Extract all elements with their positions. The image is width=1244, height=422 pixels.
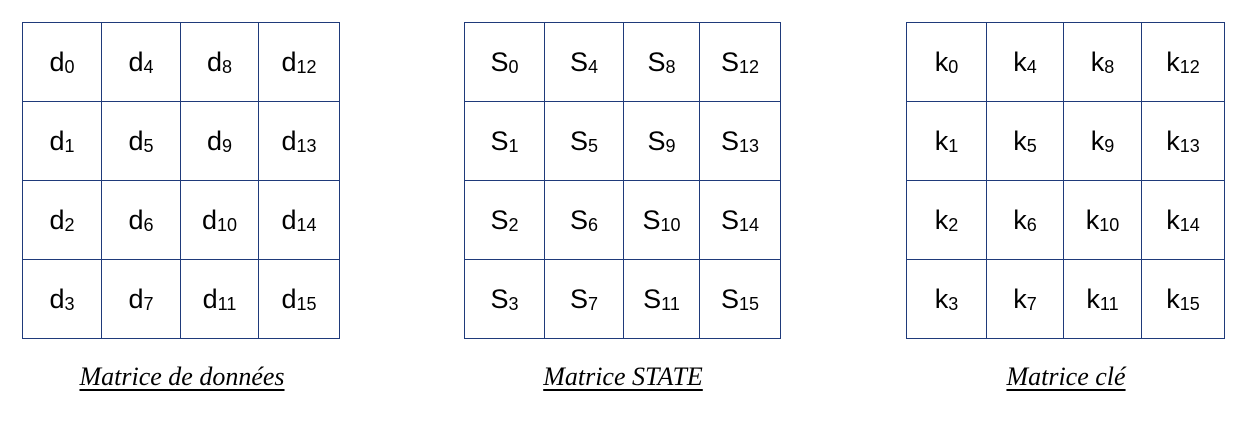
matrix-row: k3 k7 k11 k15 xyxy=(906,259,1225,339)
matrix-cell: S5 xyxy=(544,101,624,181)
matrix-cell: S11 xyxy=(623,259,700,339)
matrix-cell: d7 xyxy=(101,259,181,339)
matrix-cell: S15 xyxy=(699,259,781,339)
matrix-cell: k8 xyxy=(1063,22,1142,102)
matrix-cell: S9 xyxy=(623,101,700,181)
matrix-cell: d6 xyxy=(101,180,181,260)
matrix-cell: d11 xyxy=(180,259,259,339)
matrix-row: k2 k6 k10 k14 xyxy=(906,180,1225,260)
matrix-cell: k7 xyxy=(986,259,1064,339)
matrix-cell: S0 xyxy=(464,22,545,102)
matrix-cell: k6 xyxy=(986,180,1064,260)
matrix-cell: k5 xyxy=(986,101,1064,181)
matrix-row: S1 S5 S9 S13 xyxy=(464,101,781,181)
matrix-cell: d1 xyxy=(22,101,102,181)
matrix-cell: k15 xyxy=(1141,259,1225,339)
matrix-cell: k2 xyxy=(906,180,987,260)
data-matrix: d0 d4 d8 d12 d1 d5 d9 d13 d2 d6 d10 d14 … xyxy=(22,22,340,339)
matrix-row: d2 d6 d10 d14 xyxy=(22,180,340,260)
matrix-cell: k9 xyxy=(1063,101,1142,181)
matrix-cell: d4 xyxy=(101,22,181,102)
matrix-row: d1 d5 d9 d13 xyxy=(22,101,340,181)
data-matrix-caption: Matrice de données xyxy=(79,362,285,391)
matrix-row: S3 S7 S11 S15 xyxy=(464,259,781,339)
key-matrix: k0 k4 k8 k12 k1 k5 k9 k13 k2 k6 k10 k14 … xyxy=(906,22,1225,339)
matrix-cell: S2 xyxy=(464,180,545,260)
matrix-cell: k12 xyxy=(1141,22,1225,102)
matrix-cell: d5 xyxy=(101,101,181,181)
matrix-cell: S14 xyxy=(699,180,781,260)
matrix-cell: S3 xyxy=(464,259,545,339)
matrix-cell: S1 xyxy=(464,101,545,181)
matrix-cell: d12 xyxy=(258,22,340,102)
key-matrix-caption: Matrice clé xyxy=(1006,362,1126,391)
matrix-cell: k14 xyxy=(1141,180,1225,260)
matrix-cell: S13 xyxy=(699,101,781,181)
matrix-cell: k13 xyxy=(1141,101,1225,181)
matrix-cell: d13 xyxy=(258,101,340,181)
matrix-cell: S12 xyxy=(699,22,781,102)
matrix-cell: S10 xyxy=(623,180,700,260)
matrix-cell: k10 xyxy=(1063,180,1142,260)
matrix-cell: d9 xyxy=(180,101,259,181)
matrix-cell: d0 xyxy=(22,22,102,102)
matrix-cell: S8 xyxy=(623,22,700,102)
matrix-row: k1 k5 k9 k13 xyxy=(906,101,1225,181)
state-matrix-caption: Matrice STATE xyxy=(543,362,703,391)
matrix-cell: d3 xyxy=(22,259,102,339)
matrix-cell: k11 xyxy=(1063,259,1142,339)
state-matrix: S0 S4 S8 S12 S1 S5 S9 S13 S2 S6 S10 S14 … xyxy=(464,22,781,339)
matrix-cell: S4 xyxy=(544,22,624,102)
matrix-cell: d14 xyxy=(258,180,340,260)
matrix-row: S0 S4 S8 S12 xyxy=(464,22,781,102)
matrix-row: S2 S6 S10 S14 xyxy=(464,180,781,260)
matrix-cell: S7 xyxy=(544,259,624,339)
matrix-cell: k3 xyxy=(906,259,987,339)
matrix-cell: k4 xyxy=(986,22,1064,102)
matrix-cell: d8 xyxy=(180,22,259,102)
matrix-cell: k0 xyxy=(906,22,987,102)
matrix-cell: k1 xyxy=(906,101,987,181)
matrix-row: d0 d4 d8 d12 xyxy=(22,22,340,102)
matrix-row: d3 d7 d11 d15 xyxy=(22,259,340,339)
matrix-cell: d2 xyxy=(22,180,102,260)
matrix-row: k0 k4 k8 k12 xyxy=(906,22,1225,102)
matrix-cell: d10 xyxy=(180,180,259,260)
matrix-cell: d15 xyxy=(258,259,340,339)
matrix-cell: S6 xyxy=(544,180,624,260)
